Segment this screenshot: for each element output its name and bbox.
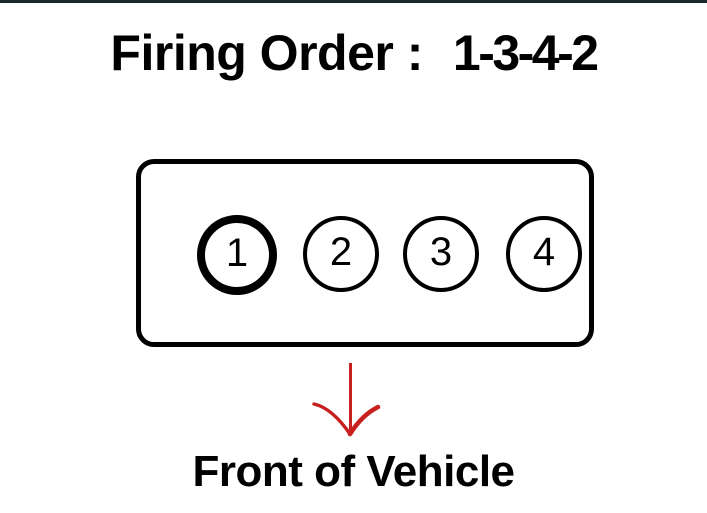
cylinder-3-label: 3: [429, 230, 453, 274]
cylinder-2-label: 2: [329, 230, 353, 274]
arrow-barb-left: [312, 402, 352, 436]
top-edge-strip: [0, 0, 707, 3]
cylinder-2[interactable]: 2: [303, 216, 379, 292]
cylinder-4-label: 4: [532, 230, 556, 274]
direction-arrow-icon: [312, 363, 381, 437]
page-title: Firing Order : 1-3-4-2: [0, 24, 707, 82]
engine-block-outline: 1 2 3 4: [136, 159, 594, 347]
front-of-vehicle-caption: Front of Vehicle: [192, 447, 515, 496]
cylinder-4[interactable]: 4: [506, 216, 582, 292]
firing-order-label: Firing Order :: [110, 25, 423, 81]
firing-order-sequence: 1-3-4-2: [452, 25, 599, 81]
cylinder-1-label: 1: [225, 231, 249, 275]
arrow-barb-right: [347, 404, 381, 437]
cylinder-1[interactable]: 1: [197, 215, 277, 295]
cylinder-3[interactable]: 3: [403, 216, 479, 292]
